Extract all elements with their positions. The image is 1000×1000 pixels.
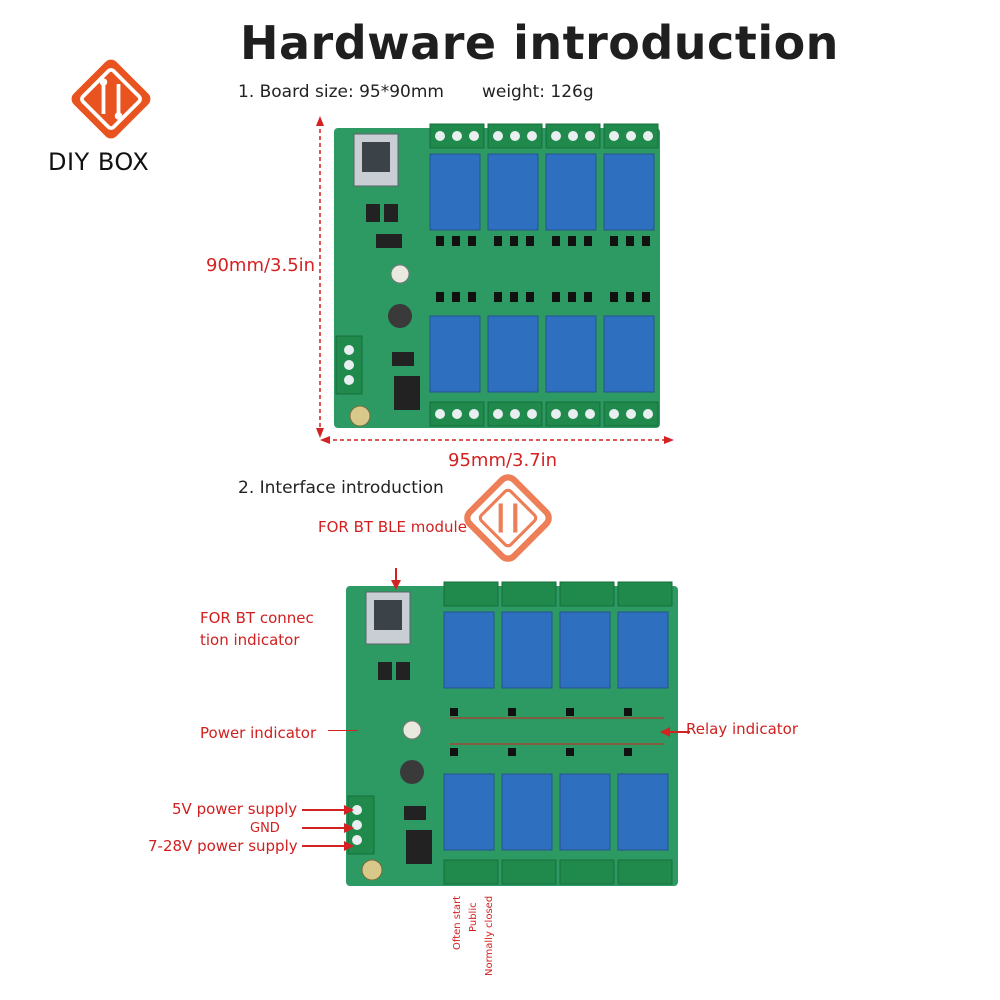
label-normally-closed: Normally closed: [484, 895, 495, 976]
height-dimension-label: 90mm/3.5in: [206, 255, 316, 276]
label-bt-indicator-line2: tion indicator: [200, 631, 300, 649]
weight-text: weight: 126g: [481, 82, 594, 102]
label-7-28v-power-supply: 7-28V power supply: [148, 837, 298, 855]
diy-box-logo: [71, 59, 151, 139]
watermark-logo: [464, 474, 552, 562]
label-relay-indicator: Relay indicator: [686, 720, 799, 738]
page-title: Hardware introduction: [240, 16, 839, 70]
brand-name: DIY BOX: [48, 148, 150, 176]
section-2-title: 2. Interface introduction: [238, 478, 444, 498]
label-power-indicator: Power indicator: [200, 724, 317, 742]
board-size-text: 1. Board size: 95*90mm: [238, 82, 444, 102]
relay-board-image-bottom: [346, 568, 678, 886]
label-5v-power-supply: 5V power supply: [172, 800, 298, 818]
relay-board-image-top: [316, 116, 674, 444]
relay-indicator-arrow: [660, 727, 690, 737]
width-dimension-label: 95mm/3.7in: [448, 450, 558, 471]
label-bt-indicator-line1: FOR BT connec: [200, 609, 314, 627]
label-gnd: GND: [250, 821, 280, 836]
board-size-line: 1. Board size: 95*90mm weight: 126g: [238, 82, 594, 102]
label-ble-module: FOR BT BLE module: [318, 518, 467, 536]
label-often-start: Often start: [452, 895, 463, 950]
power-arrows: [302, 730, 358, 851]
label-public: Public: [468, 902, 479, 932]
